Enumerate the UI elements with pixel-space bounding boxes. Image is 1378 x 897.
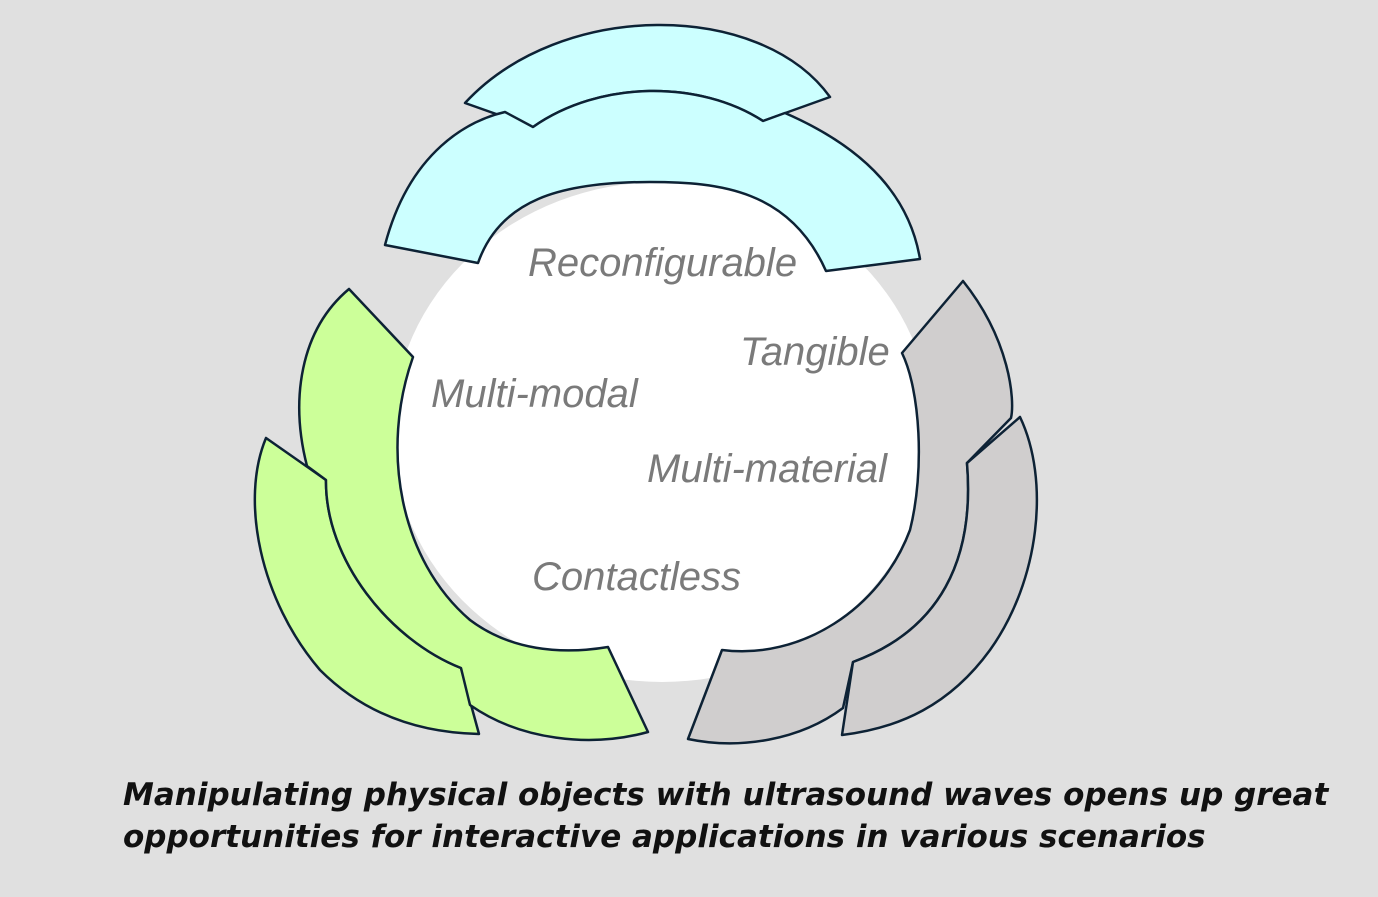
cyan-arrow-band [383, 89, 922, 273]
keyword-multi-modal: Multi-modal [431, 372, 639, 416]
gray-arrow [686, 279, 1039, 745]
center-circle [392, 182, 932, 682]
caption: Manipulating physical objects with ultra… [123, 774, 1329, 858]
keyword-reconfigurable: Reconfigurable [528, 241, 797, 285]
keyword-contactless: Contactless [532, 555, 741, 599]
caption-line-2: opportunities for interactive applicatio… [123, 819, 1206, 855]
keyword-multi-material: Multi-material [647, 447, 888, 491]
gray-arrow-head [840, 415, 1039, 737]
green-arrow [253, 287, 650, 742]
gray-arrow-band [686, 279, 1014, 745]
caption-line-1: Manipulating physical objects with ultra… [123, 777, 1329, 813]
green-arrow-band [298, 287, 650, 742]
keyword-tangible: Tangible [740, 330, 890, 374]
cyan-arrow [383, 23, 922, 273]
